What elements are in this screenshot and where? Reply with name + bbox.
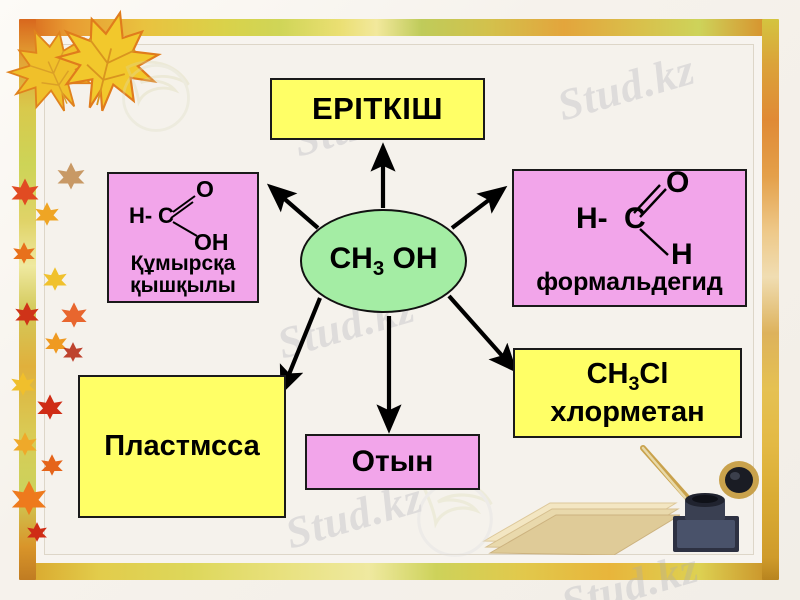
leaf-icon: [44, 330, 68, 356]
open-book-decoration: [480, 465, 682, 556]
leaf-icon: [34, 200, 60, 228]
frame-bar-right: [762, 19, 779, 580]
leaf-icon: [42, 265, 68, 293]
inkwell-decoration: [639, 442, 767, 564]
node-formaldehyde[interactable]: H- C O H формальдегид: [512, 167, 747, 307]
maple-leaf-icon: [10, 478, 48, 518]
node-solvent[interactable]: ЕРІТКІШ: [270, 78, 485, 140]
frame-bar-top: [24, 19, 774, 36]
leaf-icon: [12, 430, 38, 458]
leaf-icon: [14, 300, 40, 328]
methanol-formula-tail: OH: [384, 241, 438, 275]
node-chloromethane[interactable]: CH3Cl хлорметан: [513, 348, 742, 438]
formic-acid-h-atom: H-: [129, 203, 153, 228]
methanol-formula: CH3 OH: [329, 242, 437, 281]
node-formic-acid[interactable]: H- C O OH Құмырсқа қышқылы: [107, 172, 259, 303]
leaf-icon: [10, 175, 40, 209]
node-plastic[interactable]: Пластмсса: [78, 375, 286, 518]
formic-acid-c-atom: C: [158, 203, 174, 228]
leaf-icon: [10, 370, 36, 398]
node-chloromethane-label: хлорметан: [550, 396, 705, 429]
formaldehyde-h-atom: H-: [576, 202, 608, 235]
formic-acid-oh-group: OH: [194, 229, 229, 255]
leaf-icon: [56, 160, 86, 192]
leaf-icon: [26, 520, 48, 544]
maple-leaf-icon: [42, 0, 173, 127]
node-chloromethane-formula: CH3Cl: [586, 357, 669, 395]
formaldehyde-h2-atom: H: [671, 238, 693, 271]
chloromethane-formula-sub: 3: [628, 372, 640, 395]
formic-acid-structure: H- C O OH: [111, 176, 255, 255]
formaldehyde-name: формальдегид: [536, 268, 723, 296]
formic-acid-name-line2: қышқылы: [130, 273, 236, 297]
methanol-formula-main: CH: [329, 241, 373, 275]
formic-acid-name-line1: Құмырсқа: [130, 251, 236, 275]
leaf-icon: [12, 240, 36, 266]
methanol-formula-sub: 3: [372, 257, 385, 280]
formaldehyde-c-atom: C: [624, 202, 646, 235]
formaldehyde-structure: H- C O H: [516, 167, 743, 273]
leaf-icon: [62, 340, 84, 364]
node-fuel-label: Отын: [351, 445, 434, 479]
node-plastic-label: Пластмсса: [104, 430, 260, 463]
leaf-icon: [60, 300, 88, 330]
frame-bar-bottom: [24, 563, 774, 580]
leaf-icon: [40, 452, 64, 478]
node-fuel[interactable]: Отын: [305, 434, 480, 490]
node-methanol-center[interactable]: CH3 OH: [300, 209, 467, 313]
node-solvent-label: ЕРІТКІШ: [311, 90, 444, 126]
formaldehyde-o-atom: O: [666, 166, 690, 199]
formic-acid-o-atom: O: [196, 176, 214, 202]
chloromethane-formula-main: CH: [586, 357, 629, 390]
chloromethane-formula-tail: Cl: [639, 357, 669, 390]
leaf-icon: [36, 392, 64, 422]
